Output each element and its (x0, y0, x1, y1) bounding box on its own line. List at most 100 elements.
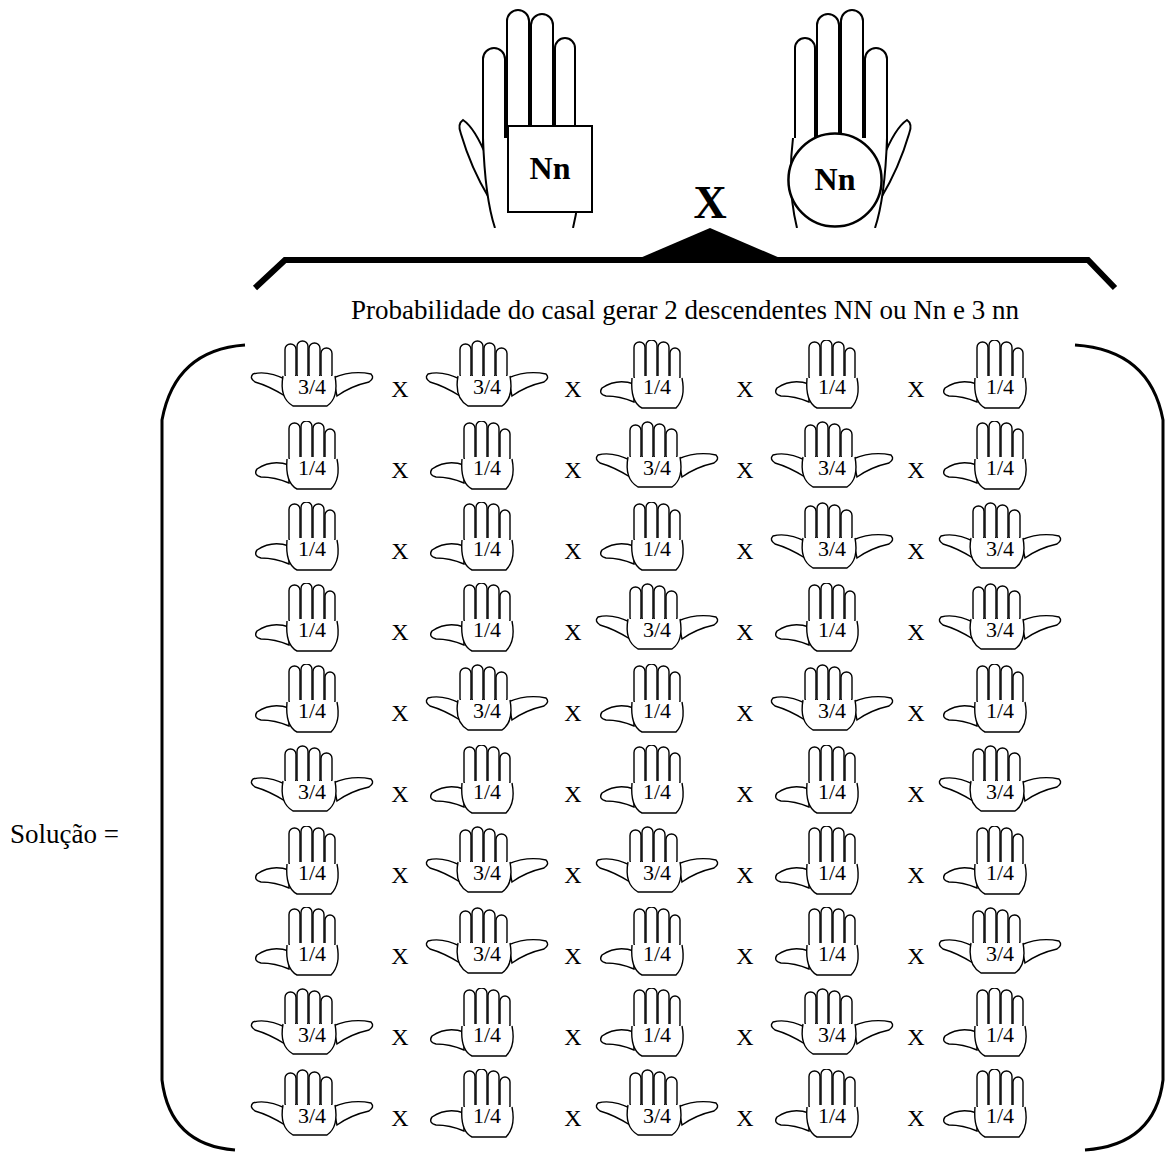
fraction-label: 1/4 (816, 862, 848, 884)
multiply-sign: X (391, 701, 408, 725)
hand-illustration (256, 583, 338, 651)
hand-illustration (431, 745, 513, 813)
hand-illustration (771, 422, 892, 487)
cross-sign: X (693, 178, 726, 229)
hand-illustration (601, 664, 683, 732)
genotype-circle: Nn (787, 132, 883, 228)
fraction-label: 1/4 (296, 943, 328, 965)
hand-illustration (596, 827, 717, 892)
solution-label: Solução = (10, 820, 119, 850)
hand-illustration (431, 988, 513, 1056)
fraction-label: 1/4 (471, 1105, 503, 1127)
multiply-sign: X (391, 539, 408, 563)
genotype-text: Nn (530, 151, 571, 186)
hand-illustration (939, 503, 1060, 568)
fraction-label: 1/4 (471, 619, 503, 641)
fraction-label: 3/4 (641, 1105, 673, 1127)
hand-illustration (601, 745, 683, 813)
fraction-label: 3/4 (816, 700, 848, 722)
fraction-label: 3/4 (816, 457, 848, 479)
multiply-sign: X (736, 620, 753, 644)
hand-illustration (939, 584, 1060, 649)
hand-illustration (256, 907, 338, 975)
hand-illustration (596, 1070, 717, 1135)
hand-illustration (944, 664, 1026, 732)
hand-illustration (431, 502, 513, 570)
hand-illustration (939, 746, 1060, 811)
fraction-label: 1/4 (471, 781, 503, 803)
fraction-label: 1/4 (816, 943, 848, 965)
hand-illustration (776, 340, 858, 408)
genotype-box: Nn (507, 125, 593, 213)
multiply-sign: X (564, 539, 581, 563)
hand-illustration (776, 583, 858, 651)
hand-illustration (596, 584, 717, 649)
hand-illustration (426, 908, 547, 973)
fraction-label: 3/4 (816, 538, 848, 560)
hand-illustration (251, 989, 372, 1054)
multiply-sign: X (907, 458, 924, 482)
hand-illustration (251, 341, 372, 406)
fraction-label: 1/4 (641, 700, 673, 722)
multiply-sign: X (907, 539, 924, 563)
multiply-sign: X (736, 458, 753, 482)
hand-illustration (596, 422, 717, 487)
fraction-label: 1/4 (296, 619, 328, 641)
multiply-sign: X (391, 1106, 408, 1130)
multiply-sign: X (564, 377, 581, 401)
fraction-label: 1/4 (984, 862, 1016, 884)
multiply-sign: X (907, 782, 924, 806)
multiply-sign: X (391, 458, 408, 482)
hand-illustration (944, 1069, 1026, 1137)
left-bracket (162, 345, 245, 1150)
multiply-sign: X (391, 863, 408, 887)
fraction-label: 1/4 (641, 538, 673, 560)
fraction-label: 3/4 (641, 457, 673, 479)
fraction-label: 1/4 (296, 538, 328, 560)
hand-illustration (251, 1070, 372, 1135)
multiply-sign: X (391, 944, 408, 968)
fraction-label: 3/4 (471, 943, 503, 965)
multiply-sign: X (907, 1106, 924, 1130)
fraction-label: 3/4 (296, 376, 328, 398)
multiply-sign: X (907, 701, 924, 725)
multiply-sign: X (736, 539, 753, 563)
multiply-sign: X (564, 701, 581, 725)
hand-illustration (601, 502, 683, 570)
hand-illustration (939, 908, 1060, 973)
hand-illustration (256, 502, 338, 570)
multiply-sign: X (564, 458, 581, 482)
multiply-sign: X (564, 1106, 581, 1130)
multiply-sign: X (736, 944, 753, 968)
fraction-label: 3/4 (641, 862, 673, 884)
multiply-sign: X (736, 863, 753, 887)
multiply-sign: X (391, 620, 408, 644)
fraction-label: 3/4 (641, 619, 673, 641)
hand-illustration (771, 503, 892, 568)
fraction-label: 1/4 (641, 781, 673, 803)
fraction-label: 1/4 (984, 700, 1016, 722)
fraction-label: 1/4 (641, 376, 673, 398)
fraction-label: 3/4 (816, 1024, 848, 1046)
multiply-sign: X (391, 1025, 408, 1049)
multiply-sign: X (907, 620, 924, 644)
multiply-sign: X (907, 863, 924, 887)
fraction-label: 1/4 (296, 862, 328, 884)
multiply-sign: X (736, 377, 753, 401)
hand-illustration (944, 826, 1026, 894)
title: Probabilidade do casal gerar 2 descenden… (348, 296, 1022, 326)
fraction-label: 1/4 (816, 781, 848, 803)
fraction-label: 1/4 (471, 457, 503, 479)
hand-illustration (431, 421, 513, 489)
hand-illustration (256, 664, 338, 732)
hand-illustration (256, 826, 338, 894)
multiply-sign: X (564, 620, 581, 644)
hand-illustration (426, 341, 547, 406)
fraction-label: 1/4 (641, 1024, 673, 1046)
hand-illustration (601, 340, 683, 408)
hand-illustration (771, 665, 892, 730)
multiply-sign: X (907, 1025, 924, 1049)
fraction-label: 1/4 (471, 538, 503, 560)
top-bracket (255, 260, 1115, 288)
fraction-label: 3/4 (471, 376, 503, 398)
